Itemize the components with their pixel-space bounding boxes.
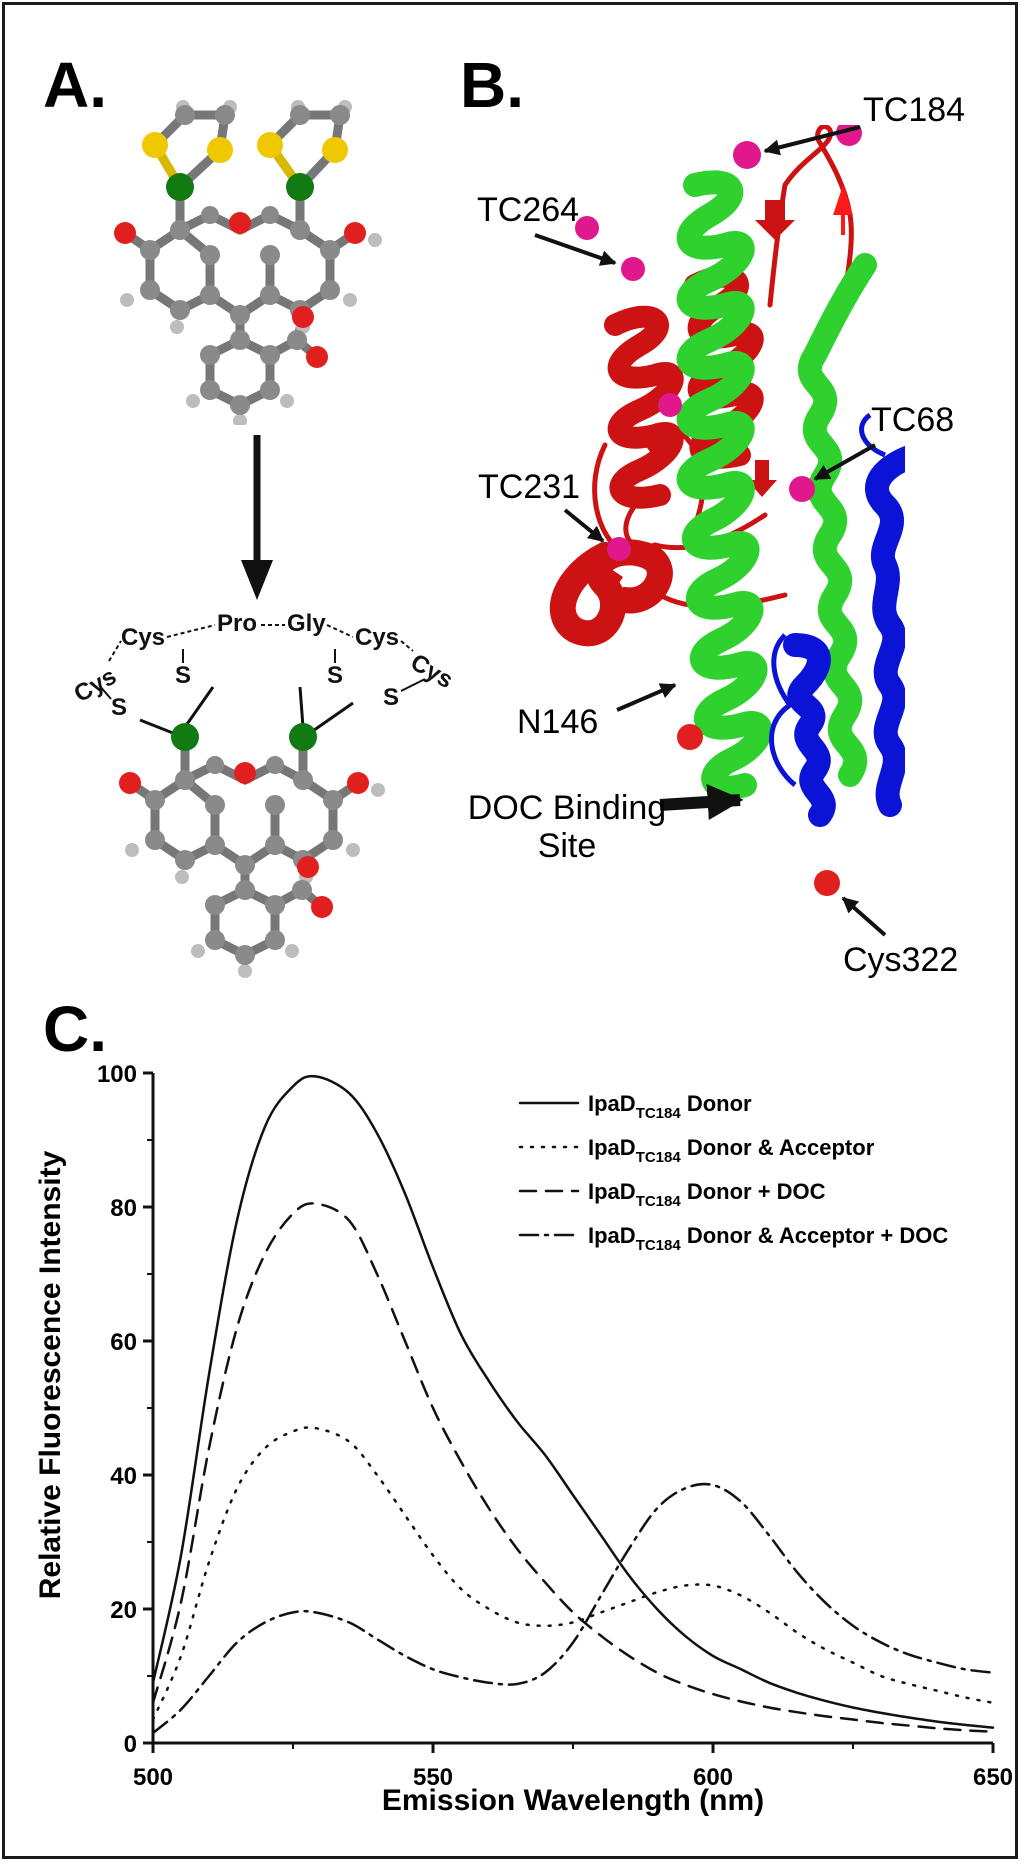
thiol-s: S xyxy=(111,694,127,721)
y-tick-label: 60 xyxy=(110,1329,137,1356)
x-tick-label: 550 xyxy=(413,1764,453,1791)
peptide-residue: Gly xyxy=(287,610,326,637)
callout-tc231: TC231 xyxy=(478,468,581,506)
series-line-1 xyxy=(151,1074,995,1729)
tc264-site-marker xyxy=(621,257,645,281)
peptide-residue: Cys xyxy=(355,624,399,651)
reaction-arrow xyxy=(241,435,273,600)
emission-spectra-chart: Relative Fluorescence Intensity Emission… xyxy=(34,1061,1013,1817)
x-tick-label: 650 xyxy=(973,1764,1013,1791)
x-tick-label: 500 xyxy=(133,1764,173,1791)
peptide-residue: Pro xyxy=(217,610,257,637)
callout-n146: N146 xyxy=(517,703,599,741)
tetracysteine-peptide: Cys Cys Pro Gly Cys Cys S S S S xyxy=(69,610,457,721)
cys322-site-marker xyxy=(814,870,840,896)
series-line-3 xyxy=(151,1202,995,1733)
callout-cys322: Cys322 xyxy=(843,941,959,979)
y-tick-label: 80 xyxy=(110,1195,137,1222)
fluorescein-biarsenical-structure xyxy=(114,100,382,425)
thiol-s: S xyxy=(383,684,399,711)
legend-label: IpaDTC184 Donor & Acceptor + DOC xyxy=(588,1223,948,1254)
callout-tc68: TC68 xyxy=(871,401,955,439)
tc184-site-marker xyxy=(733,141,761,169)
y-tick-label: 0 xyxy=(124,1731,137,1758)
thiol-s: S xyxy=(175,662,191,689)
bound-complex-structure xyxy=(119,686,385,978)
panel-b-label: B. xyxy=(460,49,524,121)
thiol-s: S xyxy=(327,662,343,689)
legend-label: IpaDTC184 Donor xyxy=(588,1091,752,1122)
x-axis-label: Emission Wavelength (nm) xyxy=(382,1784,764,1817)
callout-tc264: TC264 xyxy=(477,191,580,229)
legend-label: IpaDTC184 Donor & Acceptor xyxy=(588,1135,875,1166)
tc231-site-marker xyxy=(607,537,631,561)
y-tick-label: 40 xyxy=(110,1463,137,1490)
callout-tc184: TC184 xyxy=(863,91,966,129)
series-line-2 xyxy=(151,1426,995,1721)
y-axis-label: Relative Fluorescence Intensity xyxy=(34,1150,67,1599)
tc68-site-marker xyxy=(789,476,815,502)
callout-doc-binding-site: DOC Binding Site xyxy=(467,789,667,865)
series-line-4 xyxy=(151,1482,995,1735)
panel-c-label: C. xyxy=(43,993,107,1065)
panel-b-callout-arrows xyxy=(534,125,887,937)
legend-label: IpaDTC184 Donor + DOC xyxy=(588,1179,826,1210)
peptide-residue: Cys xyxy=(121,624,165,651)
x-tick-label: 600 xyxy=(693,1764,733,1791)
y-tick-label: 20 xyxy=(110,1597,137,1624)
panel-a-label: A. xyxy=(43,49,107,121)
y-tick-label: 100 xyxy=(97,1061,137,1088)
